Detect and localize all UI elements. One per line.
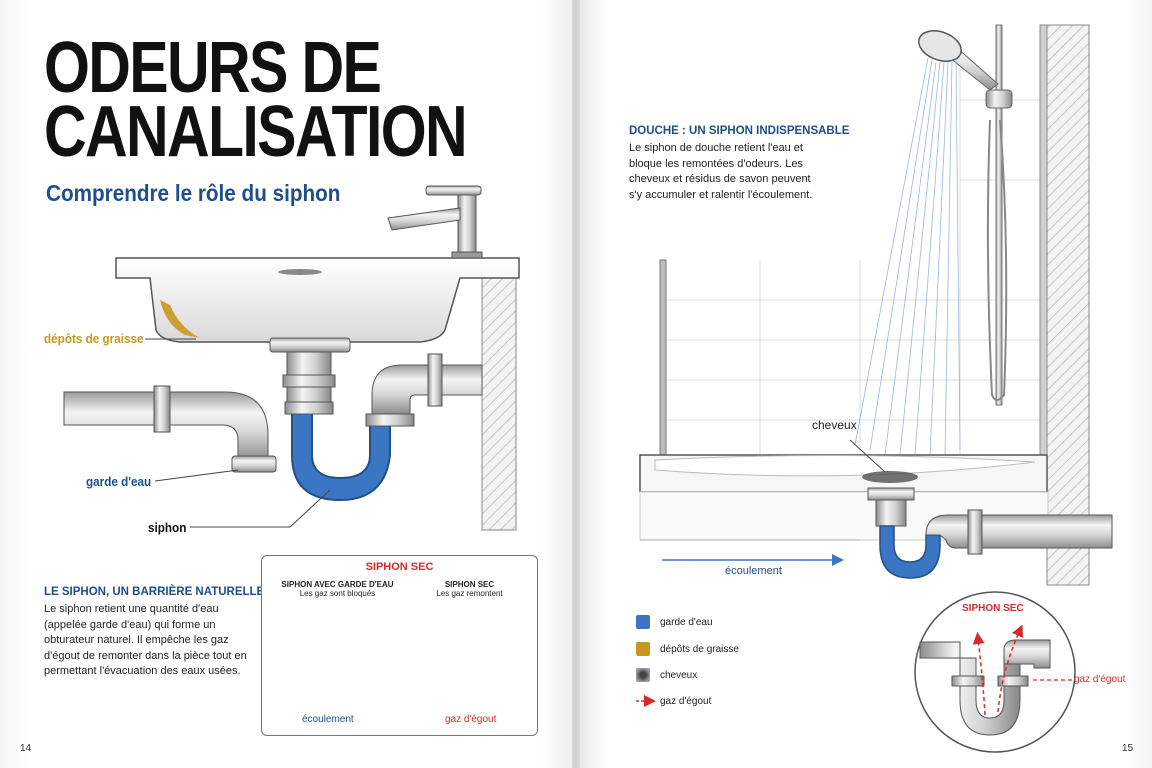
- book-gutter: [572, 0, 580, 768]
- box-title: SIPHON SEC: [365, 561, 434, 573]
- box-left-head: SIPHON AVEC GARDE D'EAU: [281, 580, 394, 589]
- label-hair: cheveux: [812, 418, 857, 432]
- legend-swatch-hair: [636, 668, 650, 682]
- title-line-2: CANALISATION: [44, 92, 468, 172]
- box-flow-label: écoulement: [302, 714, 354, 725]
- dry-trap-inset: [914, 591, 1076, 753]
- box-left-header: SIPHON AVEC GARDE D'EAU Les gaz sont blo…: [270, 580, 405, 598]
- dry-trap-box: SIPHON SEC SIPHON AVEC GARDE D'EAU Les g…: [261, 555, 538, 736]
- left-wall: [481, 271, 517, 531]
- section-body-trap: Le siphon retient une quantité d'eau (ap…: [44, 603, 247, 677]
- page-number-left: 14: [20, 743, 32, 754]
- box-right-sub: Les gaz remontent: [436, 589, 503, 598]
- shower-rail: [995, 24, 1003, 406]
- label-water-seal: garde d'eau: [86, 474, 152, 489]
- section-heading-trap: LE SIPHON, UN BARRIÈRE NATURELLE: [44, 586, 265, 598]
- page-number-right: 15: [1122, 743, 1134, 754]
- label-grease: dépôts de graisse: [44, 331, 144, 346]
- legend-label: cheveux: [660, 669, 698, 681]
- legend-swatch-gold: [636, 642, 650, 656]
- page-subtitle: Comprendre le rôle du siphon: [46, 180, 341, 206]
- legend-water-seal: garde d'eau: [636, 615, 713, 629]
- trap-u: [291, 407, 391, 502]
- sink-basin: [115, 257, 520, 343]
- shower-head-icon: [918, 30, 999, 91]
- box-right-header: SIPHON SEC Les gaz remontent: [407, 580, 532, 598]
- tile-grid: [662, 60, 1046, 455]
- legend-label: garde d'eau: [660, 616, 713, 628]
- section-heading-shower: DOUCHE : UN SIPHON INDISPENSABLE: [629, 125, 850, 137]
- inset-gas-label: gaz d'égout: [1074, 674, 1126, 685]
- faucet-icon: [387, 185, 483, 259]
- hair-clump: [862, 471, 918, 483]
- legend-swatch-blue: [636, 615, 650, 629]
- label-trap: siphon: [148, 520, 187, 535]
- grease-deposit: [160, 300, 200, 338]
- inset-title: SIPHON SEC: [962, 603, 1024, 614]
- legend-label: gaz d'égout: [660, 695, 712, 707]
- label-flow: écoulement: [725, 565, 782, 577]
- right-wall: [1046, 24, 1090, 586]
- box-gas-label: gaz d'égout: [445, 714, 497, 725]
- legend-gas: gaz d'égout: [636, 694, 711, 708]
- legend-hair: cheveux: [636, 668, 697, 682]
- legend-label: dépôts de graisse: [660, 643, 739, 655]
- legend-grease: dépôts de graisse: [636, 642, 739, 656]
- box-left-sub: Les gaz sont bloqués: [299, 589, 376, 598]
- water-spray: [854, 57, 961, 456]
- box-right-head: SIPHON SEC: [444, 580, 495, 589]
- section-body-shower: Le siphon de douche retient l'eau et blo…: [629, 142, 813, 201]
- title-line-1: ODEURS DE: [44, 28, 382, 108]
- page-title: ODEURS DE CANALISATION: [44, 28, 468, 172]
